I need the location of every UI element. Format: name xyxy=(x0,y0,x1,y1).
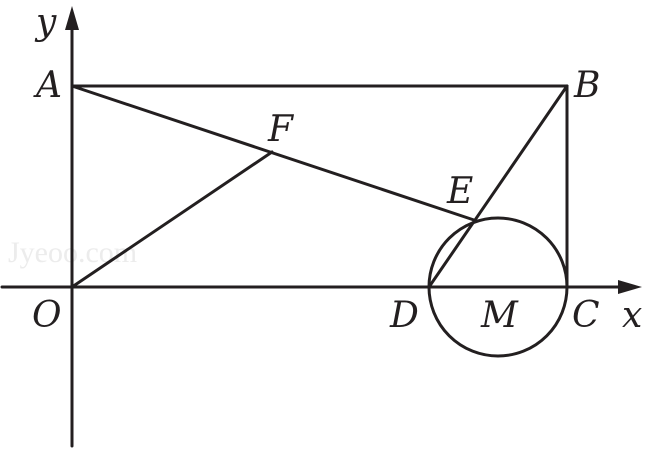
segment-BD xyxy=(427,84,569,289)
segment-OF xyxy=(70,150,274,289)
label-C: C xyxy=(572,295,600,336)
label-x-axis: x xyxy=(622,295,642,336)
label-M: M xyxy=(480,295,519,336)
x-axis-arrow xyxy=(618,280,642,294)
label-A: A xyxy=(33,65,62,106)
label-E: E xyxy=(446,171,473,212)
label-D: D xyxy=(389,295,419,336)
label-O: O xyxy=(32,295,62,336)
label-F: F xyxy=(267,109,295,150)
label-y-axis: y xyxy=(34,2,57,43)
circle-M xyxy=(427,216,569,358)
label-B: B xyxy=(573,65,600,106)
y-axis-arrow xyxy=(65,6,79,30)
